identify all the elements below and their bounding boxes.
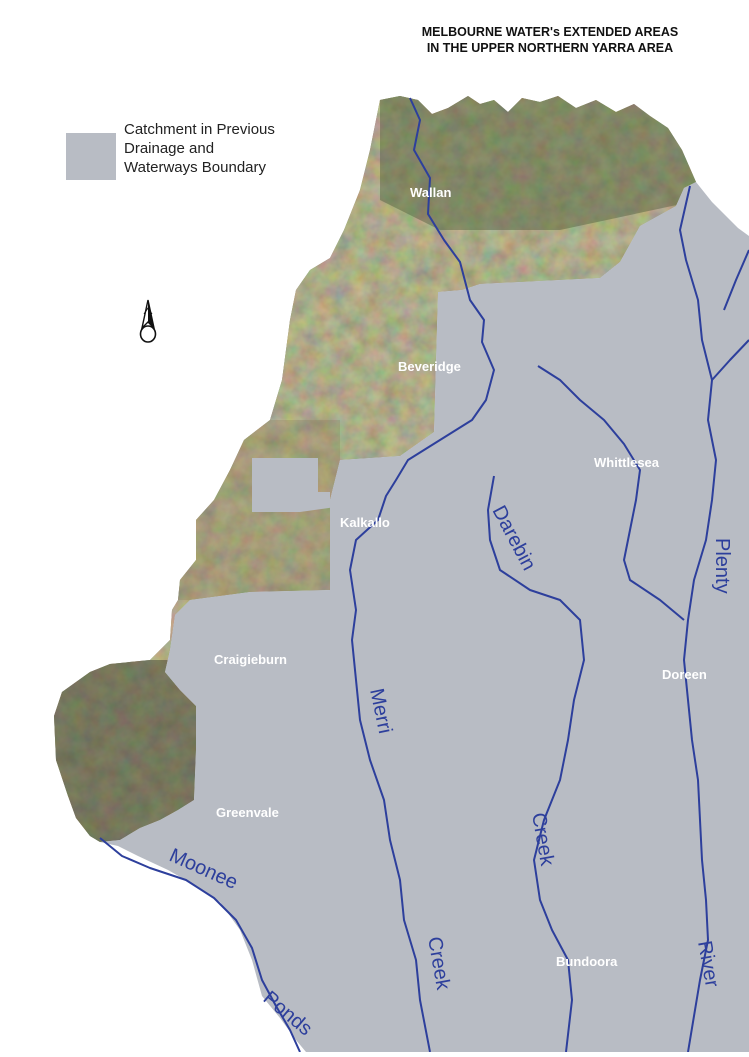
merri-creek-line <box>349 97 495 1053</box>
plenty-tributary-line <box>537 365 685 621</box>
catchment-area <box>100 182 749 1052</box>
town-label-beveridge: Beveridge <box>398 359 461 374</box>
map-title-line2: IN THE UPPER NORTHERN YARRA AREA <box>426 41 674 55</box>
plenty-east-branch-2-line <box>723 249 749 311</box>
town-label-kalkallo: Kalkallo <box>340 515 390 530</box>
legend-line2: Drainage and <box>124 140 215 157</box>
darebin-creek-line <box>487 475 585 1053</box>
plenty-east-branch-line <box>711 339 749 381</box>
waterway-label-plenty: Plenty <box>711 538 733 594</box>
moonee-ponds-creek-line <box>99 837 301 1053</box>
town-labels: Wallan Beveridge Whittlesea Kalkallo Cra… <box>214 185 707 969</box>
legend-text: Catchment in Previous Drainage and Water… <box>124 120 334 177</box>
plenty-river-line <box>679 185 717 1053</box>
town-label-craigieburn: Craigieburn <box>214 652 287 667</box>
north-arrow-icon <box>139 299 157 343</box>
catchment-notch-kalkallo <box>252 458 386 512</box>
town-label-whittlesea: Whittlesea <box>594 455 660 470</box>
town-label-doreen: Doreen <box>662 667 707 682</box>
map-title-line1: MELBOURNE WATER's EXTENDED AREAS <box>421 25 679 39</box>
town-label-bundoora: Bundoora <box>556 954 618 969</box>
legend-line3: Waterways Boundary <box>124 159 267 176</box>
rivers <box>99 97 749 1053</box>
map-title: MELBOURNE WATER's EXTENDED AREAS IN THE … <box>365 24 735 56</box>
legend-line1: Catchment in Previous <box>124 121 275 138</box>
legend-swatch <box>66 133 116 180</box>
town-label-wallan: Wallan <box>410 185 451 200</box>
town-label-greenvale: Greenvale <box>216 805 279 820</box>
